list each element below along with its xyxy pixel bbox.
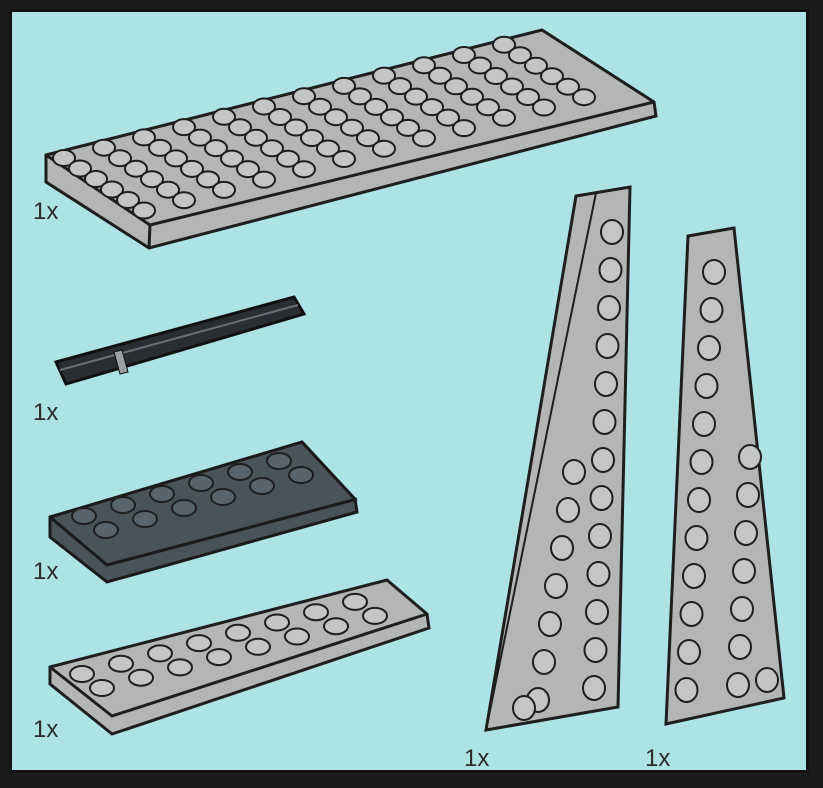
dark-plate-part xyxy=(50,442,357,582)
stud xyxy=(246,639,270,655)
parts-list-panel: 1x 1x 1x 1x 1x 1x xyxy=(9,9,809,773)
stud xyxy=(70,666,94,682)
stud xyxy=(595,372,617,396)
stud xyxy=(703,260,725,284)
stud xyxy=(265,615,289,631)
stud xyxy=(591,486,613,510)
stud xyxy=(207,649,231,665)
stud xyxy=(72,508,96,524)
stud xyxy=(267,453,291,469)
quantity-label: 1x xyxy=(464,745,489,773)
quantity-label: 1x xyxy=(33,716,58,744)
stud xyxy=(735,521,757,545)
stud xyxy=(592,448,614,472)
stud xyxy=(583,676,605,700)
stud xyxy=(493,110,515,126)
parts-illustration xyxy=(12,12,812,776)
stud xyxy=(293,161,315,177)
stud xyxy=(683,564,705,588)
axle-part xyxy=(56,297,304,384)
stud xyxy=(727,673,749,697)
stud xyxy=(589,524,611,548)
large-plate-part xyxy=(46,30,656,248)
stud xyxy=(731,597,753,621)
stud xyxy=(363,608,387,624)
stud xyxy=(739,445,761,469)
stud xyxy=(226,625,250,641)
stud xyxy=(304,604,328,620)
stud xyxy=(696,374,718,398)
stud xyxy=(563,460,585,484)
stud xyxy=(533,100,555,116)
stud xyxy=(588,562,610,586)
stud xyxy=(701,298,723,322)
stud xyxy=(172,500,196,516)
stud xyxy=(756,668,778,692)
stud xyxy=(148,645,172,661)
stud xyxy=(693,412,715,436)
stud xyxy=(698,336,720,360)
quantity-label: 1x xyxy=(33,399,58,427)
stud xyxy=(343,594,367,610)
stud xyxy=(573,89,595,105)
stud xyxy=(678,640,700,664)
stud xyxy=(250,478,274,494)
stud xyxy=(413,130,435,146)
quantity-label: 1x xyxy=(33,558,58,586)
stud xyxy=(513,696,535,720)
stud xyxy=(111,497,135,513)
left-wedge-part xyxy=(486,187,630,730)
stud xyxy=(324,618,348,634)
stud xyxy=(729,635,751,659)
stud xyxy=(453,120,475,136)
stud xyxy=(557,498,579,522)
stud xyxy=(189,475,213,491)
quantity-label: 1x xyxy=(33,198,58,226)
stud xyxy=(94,522,118,538)
stud xyxy=(688,488,710,512)
right-wedge-part xyxy=(666,228,784,724)
stud xyxy=(90,680,114,696)
stud xyxy=(187,635,211,651)
stud xyxy=(133,511,157,527)
stud xyxy=(228,464,252,480)
quantity-label: 1x xyxy=(645,745,670,773)
stud xyxy=(253,172,275,188)
stud xyxy=(285,629,309,645)
stud xyxy=(168,659,192,675)
stud xyxy=(133,203,155,219)
stud xyxy=(211,489,235,505)
stud xyxy=(733,559,755,583)
stud xyxy=(601,220,623,244)
stud xyxy=(109,656,133,672)
stud xyxy=(533,650,555,674)
stud xyxy=(551,536,573,560)
stud xyxy=(545,574,567,598)
stud xyxy=(539,612,561,636)
long-plate-part xyxy=(50,580,429,734)
stud xyxy=(691,450,713,474)
stud xyxy=(597,334,619,358)
stud xyxy=(129,670,153,686)
stud xyxy=(600,258,622,282)
stud xyxy=(594,410,616,434)
stud xyxy=(150,486,174,502)
stud xyxy=(598,296,620,320)
stud xyxy=(737,483,759,507)
stud xyxy=(676,678,698,702)
stud xyxy=(173,192,195,208)
stud xyxy=(586,600,608,624)
stud xyxy=(585,638,607,662)
stud xyxy=(686,526,708,550)
stud xyxy=(333,151,355,167)
stud xyxy=(373,141,395,157)
stud xyxy=(213,182,235,198)
stud xyxy=(289,467,313,483)
stud xyxy=(681,602,703,626)
